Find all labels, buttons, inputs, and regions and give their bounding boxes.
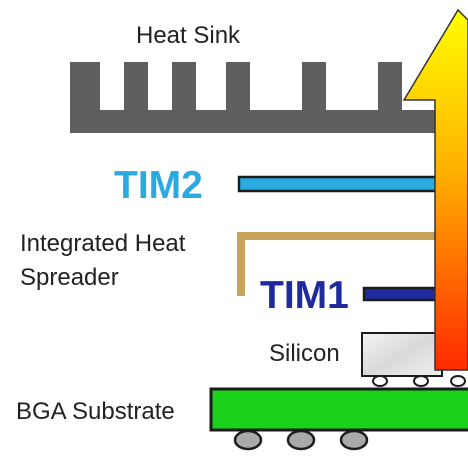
silicon-die	[361, 332, 443, 377]
tim2-layer	[237, 175, 444, 193]
die-bumps	[372, 375, 466, 387]
die-bump	[372, 375, 388, 387]
tim1-layer	[362, 286, 444, 302]
ihs-label-line2: Spreader	[20, 264, 119, 291]
tim1-label: TIM1	[260, 274, 349, 317]
heat-flow-arrow-icon	[402, 8, 468, 371]
bga-ball	[286, 429, 316, 451]
bga-substrate-label: BGA Substrate	[16, 398, 175, 425]
silicon-label: Silicon	[269, 340, 340, 367]
tim2-label: TIM2	[114, 164, 203, 207]
ihs-label-line1: Integrated Heat	[20, 230, 186, 257]
heat-sink-label: Heat Sink	[136, 22, 241, 49]
die-bump	[413, 375, 429, 387]
bga-balls	[233, 429, 369, 451]
bga-ball	[233, 429, 263, 451]
integrated-heat-spreader	[237, 232, 440, 296]
heat-sink	[70, 62, 442, 133]
die-bump	[450, 375, 466, 387]
bga-ball	[339, 429, 369, 451]
bga-substrate	[209, 387, 468, 432]
